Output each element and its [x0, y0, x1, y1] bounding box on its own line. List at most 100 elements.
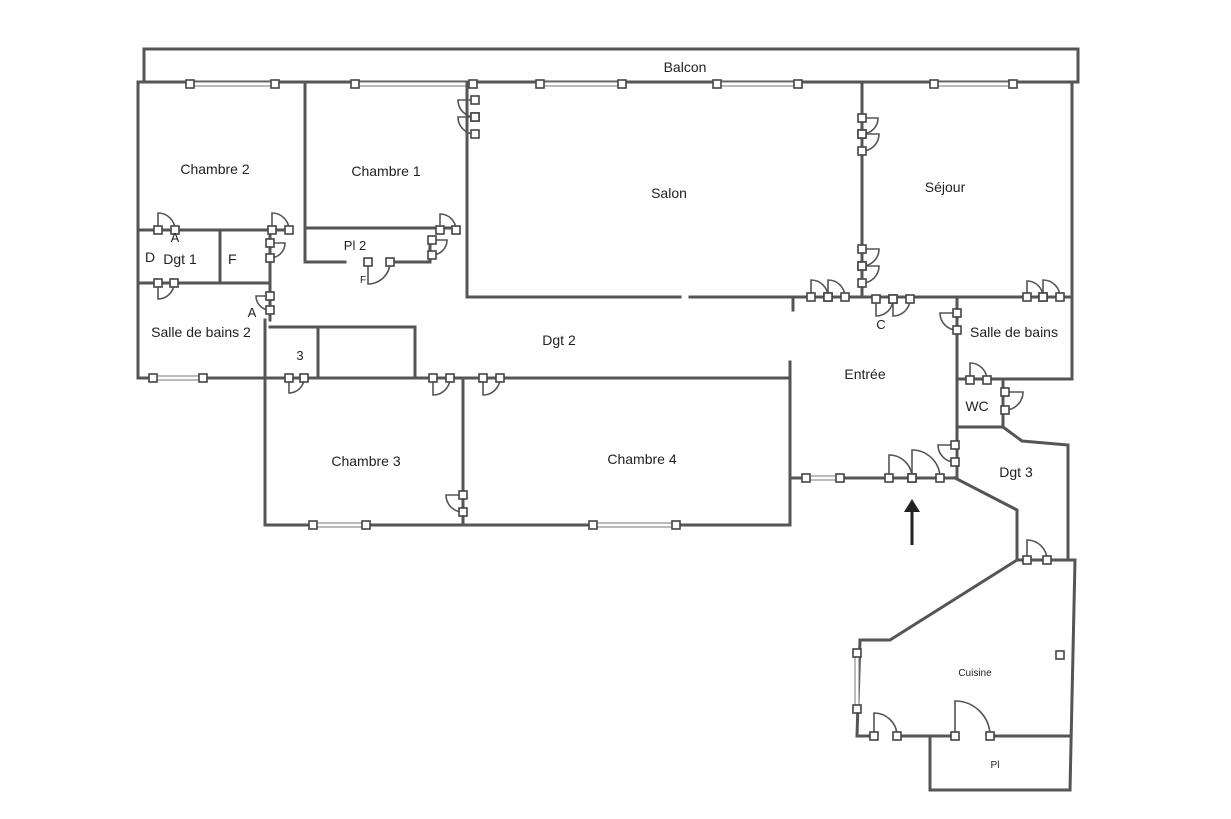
wall-node: [965, 375, 975, 385]
wall-node: [869, 731, 879, 741]
wall-node: [468, 79, 478, 89]
door: [478, 373, 505, 396]
wall-node: [835, 473, 845, 483]
label-dgt-3: Dgt 3: [999, 464, 1033, 480]
door: [823, 279, 850, 302]
label-wc: WC: [965, 398, 988, 414]
label-placard-3: 3: [296, 348, 303, 363]
wall-node: [470, 129, 480, 139]
door: [428, 373, 455, 396]
door: [267, 212, 294, 235]
door: [939, 308, 962, 335]
wall-node: [588, 520, 598, 530]
windows: [148, 373, 1065, 714]
door-swing: [911, 449, 941, 479]
door: [1000, 387, 1024, 415]
window-pane: [805, 475, 841, 481]
wall-node: [671, 520, 681, 530]
door: [857, 261, 880, 288]
wall-node: [267, 225, 277, 235]
facade-windows: [185, 79, 1018, 89]
wall-node: [982, 375, 992, 385]
wall-node: [617, 79, 627, 89]
wall-node: [308, 520, 318, 530]
balcony: [142, 47, 1080, 84]
label-pl-2: Pl 2: [344, 238, 366, 253]
label-d: D: [145, 249, 155, 265]
door: [965, 362, 992, 385]
wall-node: [185, 79, 195, 89]
wall-node: [871, 294, 881, 304]
door: [153, 278, 179, 300]
wall-node: [793, 79, 803, 89]
wall-node: [148, 373, 158, 383]
wall-node: [801, 473, 811, 483]
wall-node: [1008, 79, 1018, 89]
wall-node: [265, 291, 275, 301]
wall-node: [857, 129, 867, 139]
door: [153, 212, 180, 235]
label-sejour: Séjour: [925, 179, 966, 195]
label-a-1: A: [171, 230, 180, 245]
label-placard-f: F: [228, 251, 237, 267]
wall-node: [284, 373, 294, 383]
window-pane: [933, 81, 1014, 87]
wall-node: [361, 520, 371, 530]
door: [888, 294, 915, 317]
door: [445, 490, 468, 517]
label-pl: Pl: [991, 760, 1000, 771]
wall-node: [1055, 650, 1065, 660]
wall-node: [929, 79, 939, 89]
wall-node: [950, 440, 960, 450]
window: [712, 79, 803, 89]
wall-node: [169, 278, 179, 288]
door: [937, 440, 960, 467]
label-salle-de-bains-2: Salle de bains 2: [151, 324, 251, 340]
wall-node: [299, 373, 309, 383]
label-chambre-2: Chambre 2: [180, 161, 249, 177]
door: [255, 291, 275, 315]
window-pane: [152, 375, 204, 381]
wall-node: [265, 253, 275, 263]
label-c: C: [876, 317, 885, 332]
wall-node: [535, 79, 545, 89]
door: [427, 235, 448, 260]
wall-node: [170, 225, 180, 235]
wall-node: [857, 261, 867, 271]
wall-node: [857, 278, 867, 288]
wall-node: [935, 473, 945, 483]
label-entree: Entrée: [844, 366, 885, 382]
wall-node: [985, 731, 995, 741]
wall-node: [478, 373, 488, 383]
wall-node: [712, 79, 722, 89]
wall-node: [1055, 292, 1065, 302]
wall-node: [952, 325, 962, 335]
door: [1038, 279, 1065, 302]
label-chambre-4: Chambre 4: [607, 451, 676, 467]
wall-node: [840, 292, 850, 302]
label-cuisine: Cuisine: [958, 668, 992, 679]
entrance-arrow-icon: [904, 499, 920, 545]
window-pane: [354, 81, 474, 87]
wall-node: [265, 305, 275, 315]
wall-node: [451, 225, 461, 235]
wall-node: [428, 373, 438, 383]
wall-node: [435, 225, 445, 235]
wall-node: [385, 257, 395, 267]
wall-node: [857, 146, 867, 156]
wall-node: [427, 250, 437, 260]
wall-node: [806, 292, 816, 302]
wall-node: [907, 473, 917, 483]
door: [284, 373, 309, 394]
window-pane: [539, 81, 623, 87]
window: [852, 648, 862, 714]
door: [363, 257, 395, 285]
wall-node: [470, 112, 480, 122]
door-swing: [954, 700, 991, 737]
wall-node: [1042, 555, 1052, 565]
wall-node: [363, 257, 373, 267]
wall-node: [458, 490, 468, 500]
door: [1022, 539, 1052, 565]
label-a-2: A: [248, 305, 257, 320]
